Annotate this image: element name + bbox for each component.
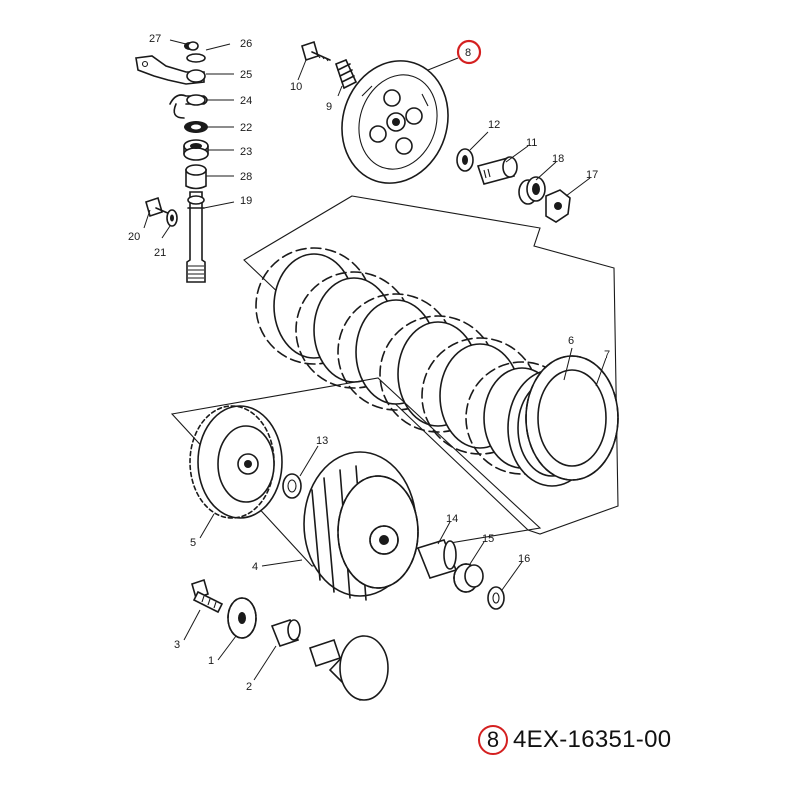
callout-8: 8 (465, 47, 471, 59)
callout-22: 22 (240, 122, 252, 134)
callout-24: 24 (240, 95, 252, 107)
part-5-primary-driven-gear[interactable] (189, 405, 283, 519)
callout-5: 5 (190, 537, 196, 549)
part-8-pressure-plate[interactable] (326, 47, 463, 197)
part-26-washer[interactable] (186, 53, 206, 63)
callout-23: 23 (240, 146, 252, 158)
callout-11: 11 (526, 137, 537, 149)
part-11-push-rod[interactable] (476, 156, 518, 185)
callout-2: 2 (246, 681, 252, 693)
part-28-collar[interactable] (185, 164, 207, 190)
callout-9: 9 (326, 101, 332, 113)
part-18-bearing[interactable] (518, 176, 546, 205)
part-9-spring[interactable] (335, 59, 357, 89)
part-13-thrust-washer[interactable] (282, 473, 302, 499)
clutch-plate-stack (243, 195, 619, 535)
highlight-ring-label: 8 (486, 727, 500, 752)
part-1-sprocket[interactable] (227, 597, 257, 639)
part-7-friction-plate[interactable] (525, 355, 619, 481)
part-22-oil-seal[interactable] (184, 121, 208, 133)
callout-28: 28 (240, 171, 252, 183)
callout-19: 19 (240, 195, 252, 207)
callout-17: 17 (586, 169, 598, 181)
callout-3: 3 (174, 639, 180, 651)
part-15-needle-bearing[interactable] (453, 563, 484, 593)
callout-15: 15 (482, 533, 494, 545)
part-16-washer[interactable] (487, 586, 505, 610)
leader-lines (143, 39, 607, 681)
part-number: 4EX-16351-00 (513, 726, 672, 753)
callout-12: 12 (488, 119, 500, 131)
part-23-bearing[interactable] (183, 139, 209, 161)
callout-1: 1 (208, 655, 214, 667)
part-4-clutch-boss[interactable] (303, 451, 419, 601)
callout-labels: 27 26 25 24 22 23 28 19 20 21 10 9 8 12 … (128, 33, 610, 693)
callout-7: 7 (604, 349, 610, 361)
part-number-caption: 8 4EX-16351-00 (478, 722, 671, 758)
part-24-spring[interactable] (169, 94, 208, 119)
callout-21: 21 (154, 247, 166, 259)
callout-16: 16 (518, 553, 530, 565)
callout-20: 20 (128, 231, 140, 243)
callout-10: 10 (290, 81, 302, 93)
clutch-housing-group (170, 377, 542, 610)
part-14-sleeve[interactable] (416, 539, 458, 579)
part-10-bolt[interactable] (301, 40, 331, 62)
housing-frame (170, 377, 542, 567)
callout-8-highlight-ring (456, 39, 482, 65)
highlight-ring-badge: 8 (478, 725, 508, 755)
pulley[interactable] (308, 635, 389, 701)
part-27-nut[interactable] (184, 41, 199, 51)
callout-13: 13 (316, 435, 328, 447)
part-3-bolt[interactable] (191, 578, 224, 614)
callout-18: 18 (552, 153, 564, 165)
callout-14: 14 (446, 513, 458, 525)
part-19-push-lever-shaft[interactable] (186, 191, 206, 283)
pressure-plate-group (301, 40, 571, 223)
drive-group (191, 578, 389, 701)
callout-4: 4 (252, 561, 258, 573)
part-2-collar[interactable] (270, 619, 301, 647)
callout-27: 27 (149, 33, 161, 45)
callout-26: 26 (240, 38, 252, 50)
part-21-washer[interactable] (166, 209, 178, 227)
part-12-washer[interactable] (456, 148, 474, 172)
push-lever-assembly (135, 41, 209, 283)
callout-25: 25 (240, 69, 252, 81)
callout-6: 6 (568, 335, 574, 347)
part-17-lock-washer[interactable] (545, 189, 571, 223)
part-20-bolt[interactable] (145, 196, 171, 218)
part-25-lever[interactable] (135, 55, 206, 85)
